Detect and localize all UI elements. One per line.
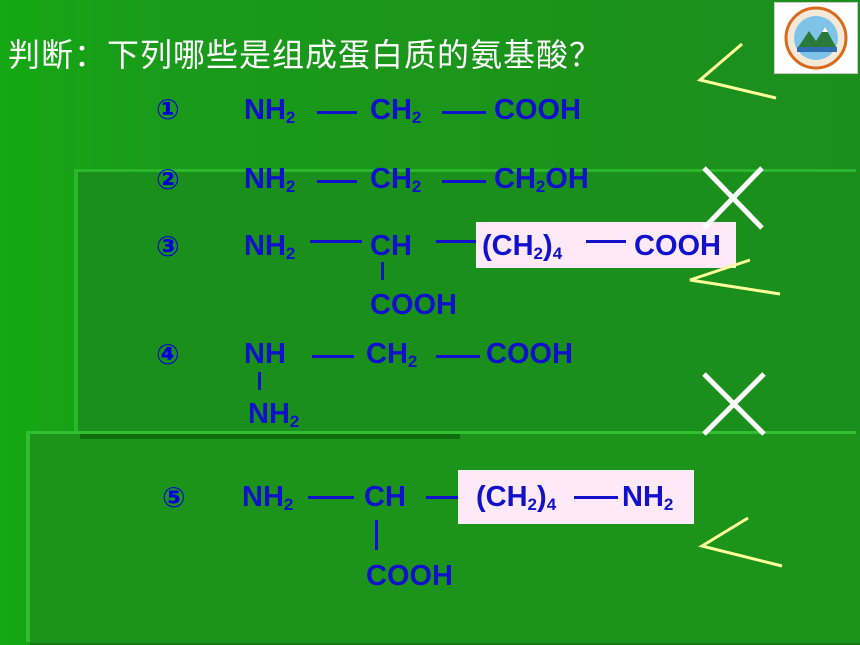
side-chain: (CH2)4 bbox=[476, 481, 557, 514]
bond-vertical bbox=[258, 372, 261, 390]
highlight-box bbox=[476, 222, 736, 268]
check-icon bbox=[696, 42, 777, 100]
formula-group: COOH bbox=[494, 94, 581, 126]
formula-group: NH2 bbox=[242, 481, 294, 514]
formula-group: COOH bbox=[486, 338, 573, 370]
bond bbox=[317, 111, 357, 114]
divider bbox=[80, 434, 460, 439]
bond-vertical bbox=[375, 520, 378, 550]
background-panel-lower bbox=[30, 434, 860, 645]
check-icon bbox=[689, 258, 781, 296]
cross-icon bbox=[702, 372, 766, 436]
check-icon bbox=[698, 516, 783, 568]
item-number-3: ③ bbox=[156, 230, 180, 263]
cross-icon bbox=[702, 166, 764, 230]
bond bbox=[586, 240, 626, 243]
formula-group: CH2 bbox=[370, 94, 422, 127]
formula-group: COOH bbox=[634, 230, 721, 262]
item-number-2: ② bbox=[156, 163, 180, 196]
formula-group: NH bbox=[244, 338, 286, 370]
page-title: 判断：下列哪些是组成蛋白质的氨基酸？ bbox=[8, 36, 603, 74]
item-number-4: ④ bbox=[156, 338, 180, 371]
formula-group: NH2 bbox=[244, 230, 296, 263]
formula-group: COOH bbox=[366, 560, 453, 592]
bond bbox=[436, 240, 476, 243]
formula-group: NH2 bbox=[244, 94, 296, 127]
formula-group: NH2 bbox=[244, 163, 296, 196]
bond bbox=[312, 355, 354, 358]
bond bbox=[310, 240, 362, 243]
bond bbox=[442, 111, 486, 114]
school-logo bbox=[774, 2, 858, 74]
bond-vertical bbox=[381, 262, 384, 280]
formula-group: CH2 bbox=[370, 163, 422, 196]
bond bbox=[426, 496, 462, 499]
formula-group: NH2 bbox=[622, 481, 674, 514]
bond bbox=[308, 496, 354, 499]
formula-group: CH2OH bbox=[494, 163, 589, 196]
bond bbox=[574, 496, 618, 499]
item-number-5: ⑤ bbox=[162, 481, 186, 514]
item-number-1: ① bbox=[156, 93, 180, 126]
formula-group: COOH bbox=[370, 289, 457, 321]
bond bbox=[436, 355, 480, 358]
formula-group: NH2 bbox=[248, 398, 300, 431]
bond bbox=[442, 180, 486, 183]
bond bbox=[317, 180, 357, 183]
side-chain: (CH2)4 bbox=[482, 230, 563, 263]
formula-group: CH bbox=[370, 230, 412, 262]
formula-group: CH2 bbox=[366, 338, 418, 371]
formula-group: CH bbox=[364, 481, 406, 513]
